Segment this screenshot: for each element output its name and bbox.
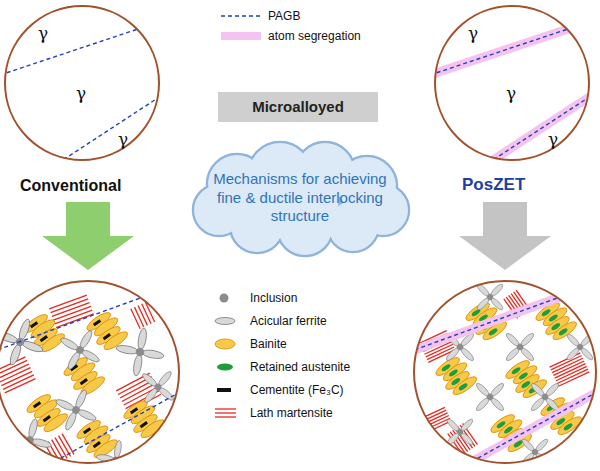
austenite-grain-circle: γ γ γ	[434, 5, 590, 161]
phase-symbol: γ	[118, 131, 128, 148]
legend-swatch	[220, 28, 262, 44]
legend-text: Acicular ferrite	[250, 314, 327, 328]
austenite-grain-circle: γ γ γ	[4, 5, 160, 161]
mechanism-cloud: Mechanisms for achieving fine & ductile …	[185, 146, 415, 250]
legend-text: Bainite	[250, 337, 287, 351]
legend-swatch	[214, 336, 244, 352]
legend-text: Lath martensite	[250, 406, 333, 420]
cloud-text: Mechanisms for achieving fine & ductile …	[210, 170, 390, 226]
legend-swatch	[214, 290, 244, 306]
phase-symbol: γ	[548, 131, 558, 148]
box-label: Microalloyed	[252, 98, 344, 117]
legend-text: PAGB	[268, 9, 300, 23]
method-label: Conventional	[20, 176, 121, 195]
legend-row: atom segregation	[220, 28, 361, 44]
process-box: Microalloyed	[218, 92, 378, 122]
legend-text: Cementite (Fe₃C)	[250, 383, 344, 397]
legend-row: Cementite (Fe₃C)	[214, 382, 344, 398]
grey-arrow	[459, 202, 551, 270]
phase-symbol: γ	[468, 25, 478, 42]
legend-row: Bainite	[214, 336, 287, 352]
legend-swatch	[214, 313, 244, 329]
legend-text: Retained austenite	[250, 360, 350, 374]
austenite-grain-circle-outline	[4, 5, 160, 161]
legend-swatch	[220, 8, 262, 24]
grain-boundaries	[0, 20, 170, 175]
legend-row: PAGB	[220, 8, 300, 24]
legend-swatch	[214, 382, 244, 398]
phase-symbol: γ	[506, 85, 516, 102]
legend-row: Lath martensite	[214, 405, 333, 421]
segregated-grain-boundaries	[430, 20, 600, 175]
method-label: PosZET	[462, 175, 525, 195]
phase-symbol: γ	[76, 85, 86, 102]
green-arrow	[42, 202, 134, 270]
legend-text: Inclusion	[250, 291, 297, 305]
legend-row: Inclusion	[214, 290, 297, 306]
phase-symbol: γ	[38, 25, 48, 42]
legend-row: Acicular ferrite	[214, 313, 327, 329]
poszet-microstructure	[395, 272, 600, 471]
conventional-microstructure	[0, 277, 198, 471]
legend-row: Retained austenite	[214, 359, 350, 375]
legend-swatch	[214, 359, 244, 375]
legend-text: atom segregation	[268, 29, 361, 43]
legend-swatch	[214, 405, 244, 421]
austenite-grain-circle-outline	[434, 5, 590, 161]
